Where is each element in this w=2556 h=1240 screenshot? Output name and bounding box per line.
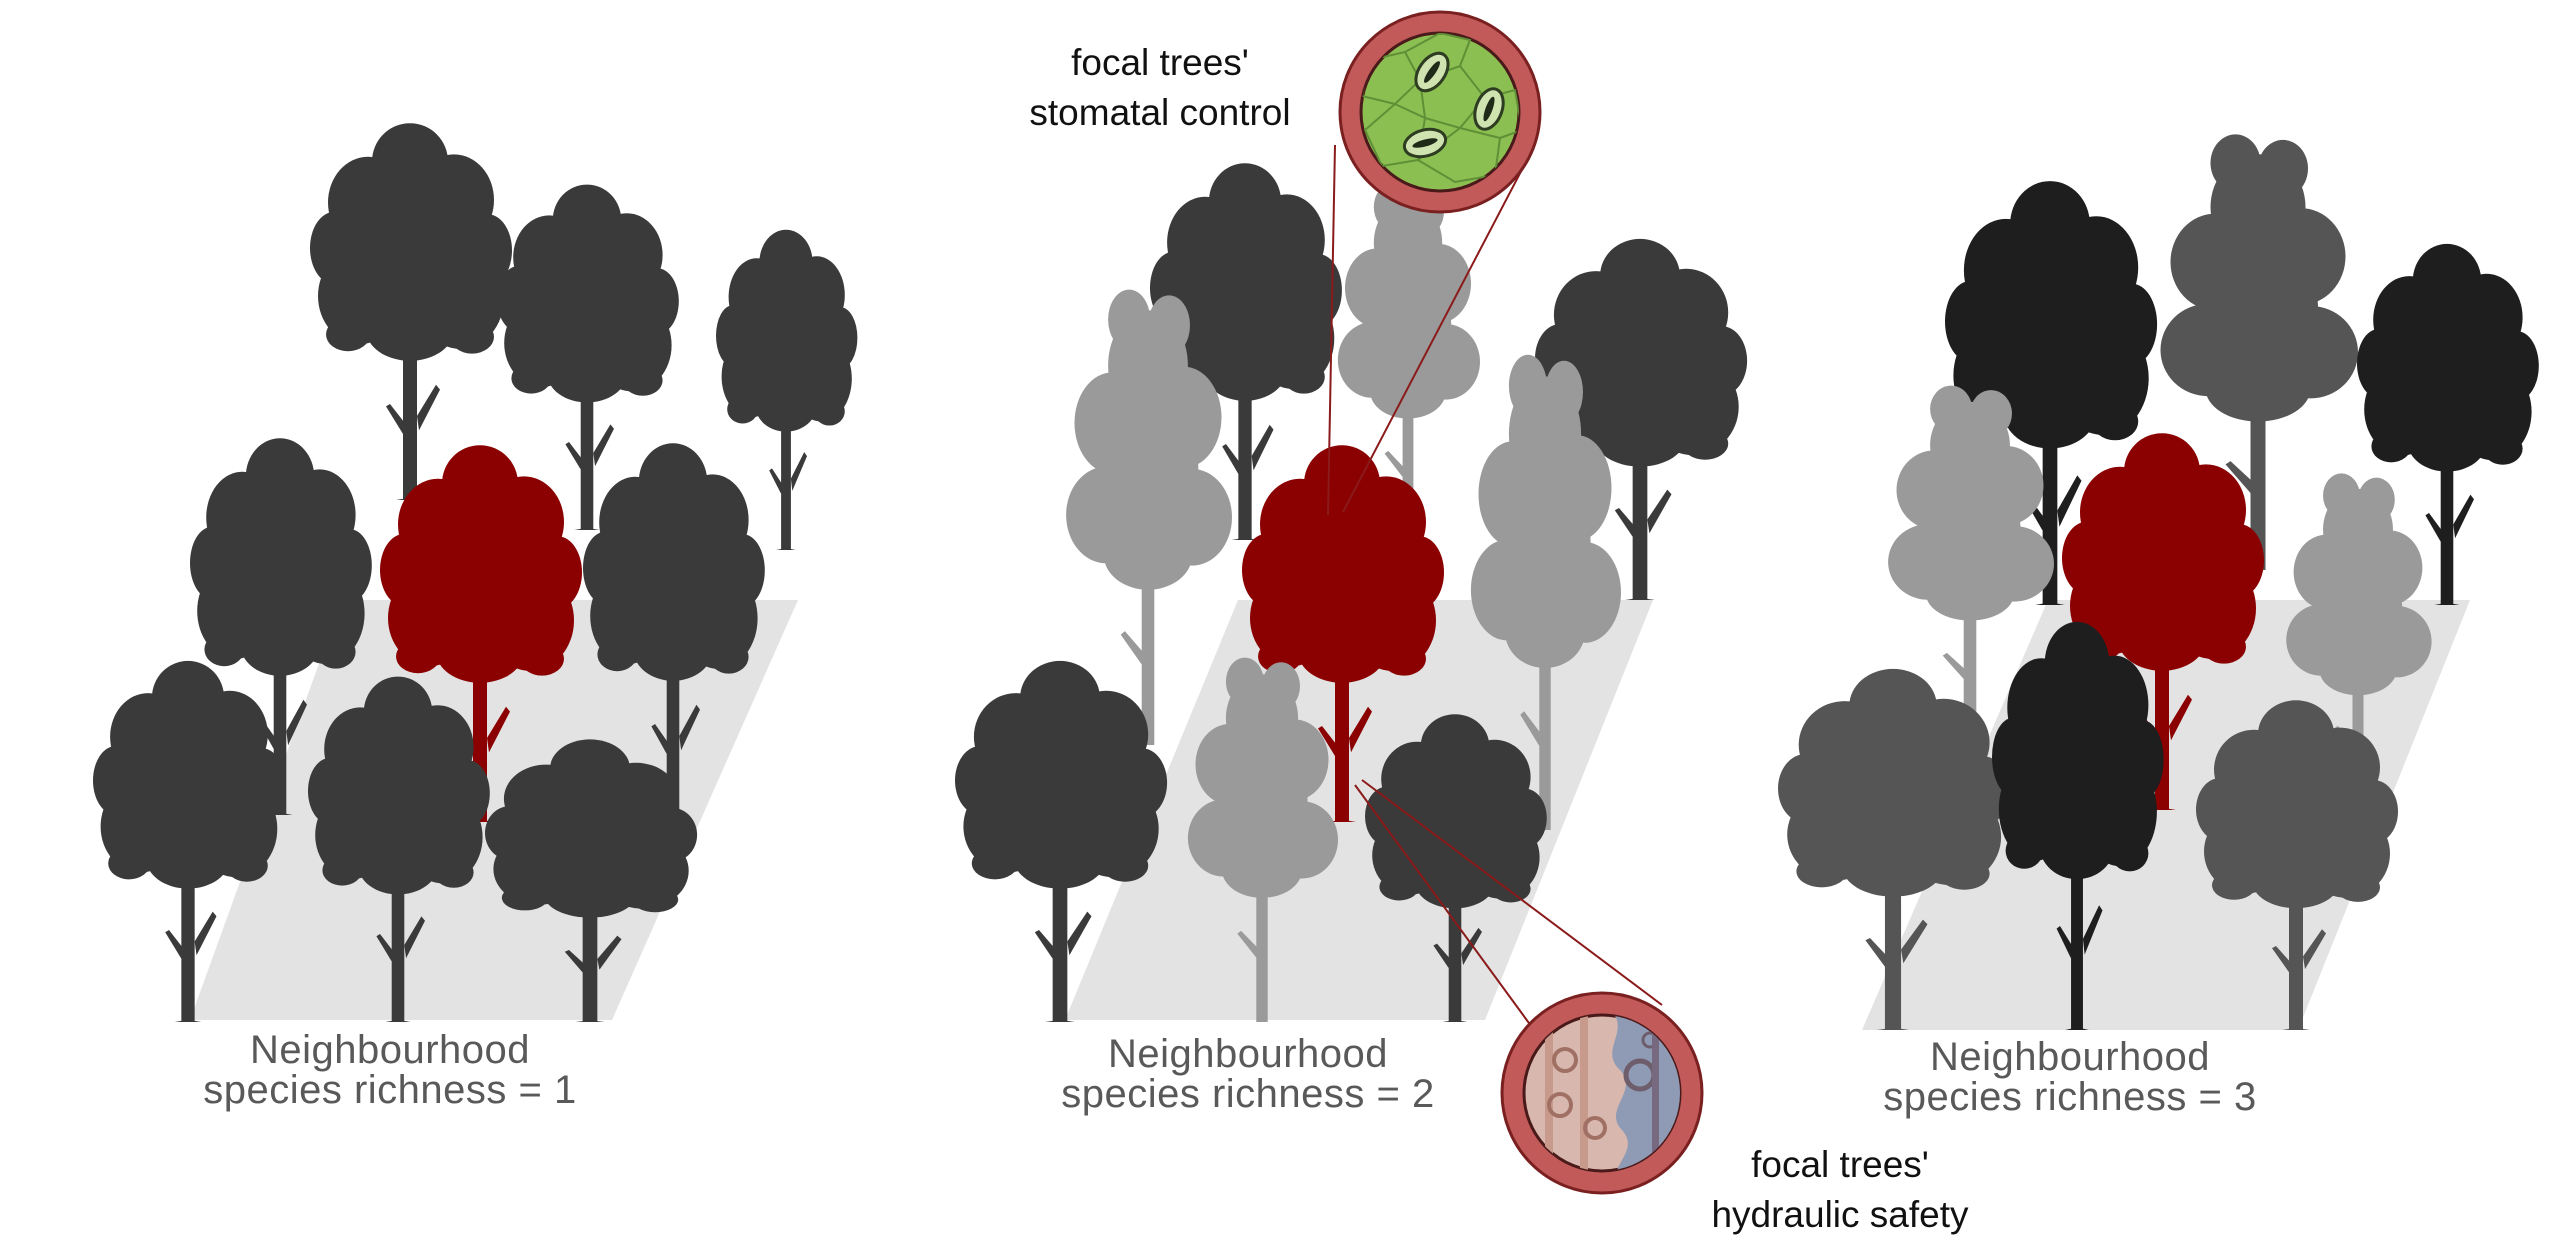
panel-label-line1: Neighbourhood: [110, 1030, 670, 1070]
panel-richness-2: [955, 163, 1747, 1022]
panel-richness-3: [1778, 134, 2539, 1030]
panel-label-line1: Neighbourhood: [968, 1034, 1528, 1074]
panel-label-richness-2: Neighbourhood species richness = 2: [968, 1034, 1528, 1114]
panel-label-richness-3: Neighbourhood species richness = 3: [1790, 1037, 2350, 1117]
hydraulic-label-line1: focal trees': [1640, 1140, 2040, 1190]
stomatal-label-line2: stomatal control: [960, 88, 1360, 138]
panel-label-line2: species richness = 2: [968, 1074, 1528, 1114]
panel-richness-1: [93, 123, 857, 1022]
panel-label-richness-1: Neighbourhood species richness = 1: [110, 1030, 670, 1110]
panel-label-line2: species richness = 1: [110, 1070, 670, 1110]
panel-label-line2: species richness = 3: [1790, 1077, 2350, 1117]
hydraulic-safety-label: focal trees' hydraulic safety: [1640, 1140, 2040, 1240]
hydraulic-label-line2: hydraulic safety: [1640, 1190, 2040, 1240]
stomatal-label-line1: focal trees': [960, 38, 1360, 88]
stomatal-control-label: focal trees' stomatal control: [960, 38, 1360, 138]
panel-label-line1: Neighbourhood: [1790, 1037, 2350, 1077]
neighbour-tree: [310, 123, 512, 500]
